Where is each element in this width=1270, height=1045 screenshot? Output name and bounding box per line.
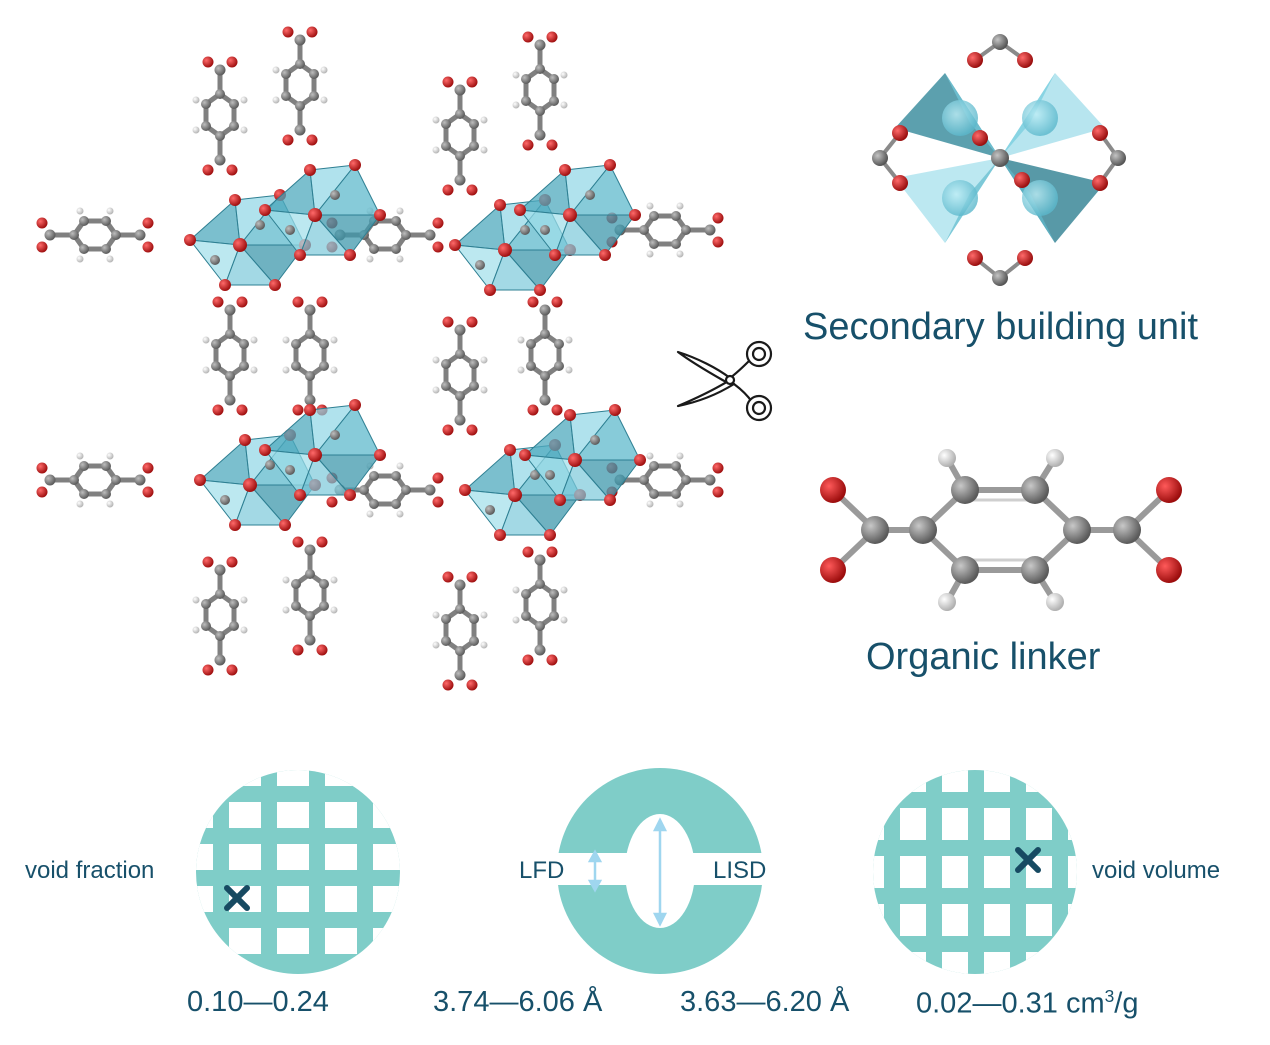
- void-fraction-label: void fraction: [25, 857, 155, 884]
- void-volume-range-exponent: 3: [1104, 986, 1115, 1006]
- void-volume-range-main: 0.02—0.31 cm: [916, 987, 1105, 1020]
- void-fraction-disk: [196, 770, 400, 974]
- void-fraction-range: 0.10—0.24: [187, 986, 329, 1018]
- lfd-label: LFD: [519, 857, 565, 884]
- void-volume-range: 0.02—0.31 cm3/g: [916, 986, 1138, 1021]
- organic-linker-illustration: [820, 449, 1182, 611]
- void-volume-range-unit: /g: [1114, 987, 1139, 1020]
- lisd-label: LISD: [713, 857, 767, 884]
- scissors-icon: [676, 340, 773, 422]
- void-volume-disk: [873, 770, 1077, 974]
- void-volume-label: void volume: [1092, 857, 1221, 884]
- lisd-range: 3.63—6.20 Å: [680, 986, 850, 1018]
- sbu-illustration: [872, 34, 1126, 286]
- x-marker-icon: [224, 885, 250, 911]
- x-marker-icon: [1015, 847, 1041, 873]
- mof-framework-structure: [20, 10, 750, 710]
- sbu-caption: Secondary building unit: [803, 306, 1199, 348]
- lfd-range: 3.74—6.06 Å: [433, 986, 603, 1018]
- pore-diameter-ring: [557, 768, 763, 974]
- linker-caption: Organic linker: [866, 636, 1101, 678]
